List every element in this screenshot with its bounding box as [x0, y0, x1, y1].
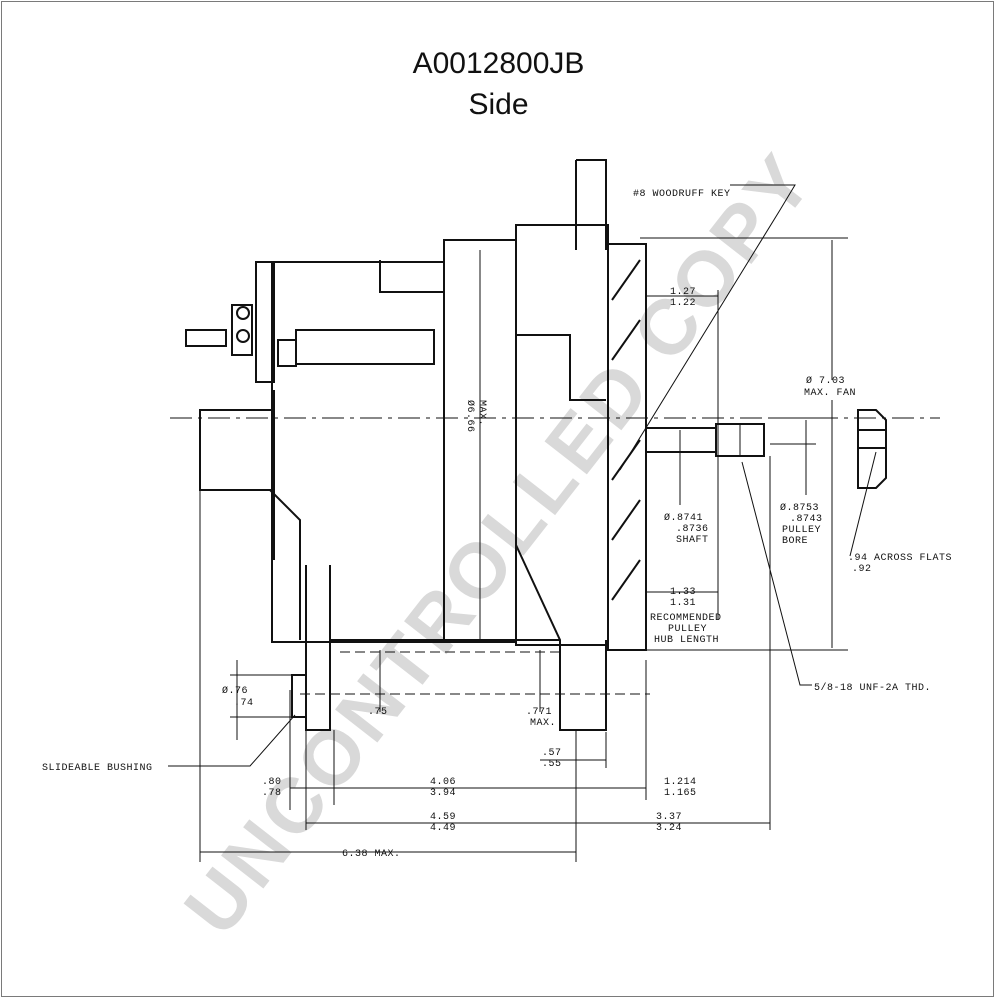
dim-337-upper: 3.37 — [656, 812, 682, 823]
woodruff-key-label: #8 WOODRUFF KEY — [633, 189, 731, 200]
shaft-dim-lower: .8736 — [676, 524, 709, 535]
dim-406-lower: 3.94 — [430, 788, 456, 799]
watermark-text: UNCONTROLLED COPY — [167, 136, 830, 951]
dim-406-upper: 4.06 — [430, 777, 456, 788]
bore-dim-lower: .8743 — [790, 514, 823, 525]
bore-label-2: BORE — [782, 536, 808, 547]
slideable-bushing-label: SLIDEABLE BUSHING — [42, 763, 153, 774]
view-subtitle: Side — [468, 88, 529, 121]
foot-max-note: MAX. — [530, 718, 556, 729]
rear-housing — [185, 260, 445, 643]
flats-dim-lower: .92 — [852, 564, 872, 575]
dimension-lines — [168, 184, 877, 862]
bushing-diameter-lower: .74 — [234, 698, 254, 709]
rec-dim-lower: 1.31 — [670, 598, 696, 609]
shaft-label: SHAFT — [676, 535, 709, 546]
bore-dim-upper: Ø.8753 — [780, 502, 819, 514]
dim-80-lower: .78 — [262, 788, 282, 799]
dim-459-lower: 4.49 — [430, 823, 456, 834]
flats-dim-upper: .94 ACROSS FLATS — [848, 553, 952, 564]
dim-459-upper: 4.59 — [430, 812, 456, 823]
dimension-labels: #8 WOODRUFF KEY Ø 7.03 MAX. FAN Ø6.66 MA… — [42, 189, 952, 860]
bore-label-1: PULLEY — [782, 525, 821, 536]
dim-80-upper: .80 — [262, 777, 282, 788]
dim-57-lower: .55 — [542, 759, 562, 770]
shaft-dim-upper: Ø.8741 — [664, 512, 703, 524]
fan-diameter-label: Ø 7.03 — [806, 375, 845, 387]
hub-dim-lower: 1.22 — [670, 298, 696, 309]
foot-max-dim: .771 — [526, 707, 552, 718]
dim-638-label: 6.38 MAX. — [342, 849, 401, 860]
body-diameter-label: Ø6.66 — [464, 400, 476, 433]
dim-1214-upper: 1.214 — [664, 777, 697, 788]
rec-label-2: PULLEY — [668, 624, 707, 635]
rec-label-3: HUB LENGTH — [654, 635, 719, 646]
pulley-nut — [857, 409, 887, 489]
dim-1214-lower: 1.165 — [664, 788, 697, 799]
shaft — [645, 423, 765, 457]
rec-dim-upper: 1.33 — [670, 587, 696, 598]
mounting-foot — [291, 565, 560, 731]
thread-label: 5/8-18 UNF-2A THD. — [814, 682, 931, 694]
dim-337-lower: 3.24 — [656, 823, 682, 834]
dim-57-upper: .57 — [542, 748, 562, 759]
fan-diameter-note: MAX. FAN — [804, 388, 856, 399]
foot-dim-label: .75 — [368, 707, 388, 718]
rec-label-1: RECOMMENDED — [650, 613, 722, 624]
bushing-diameter-upper: Ø.76 — [222, 685, 248, 697]
hub-dim-upper: 1.27 — [670, 287, 696, 298]
body-diameter-note: MAX. — [476, 400, 487, 426]
drawing-title: A0012800JB — [412, 47, 585, 80]
